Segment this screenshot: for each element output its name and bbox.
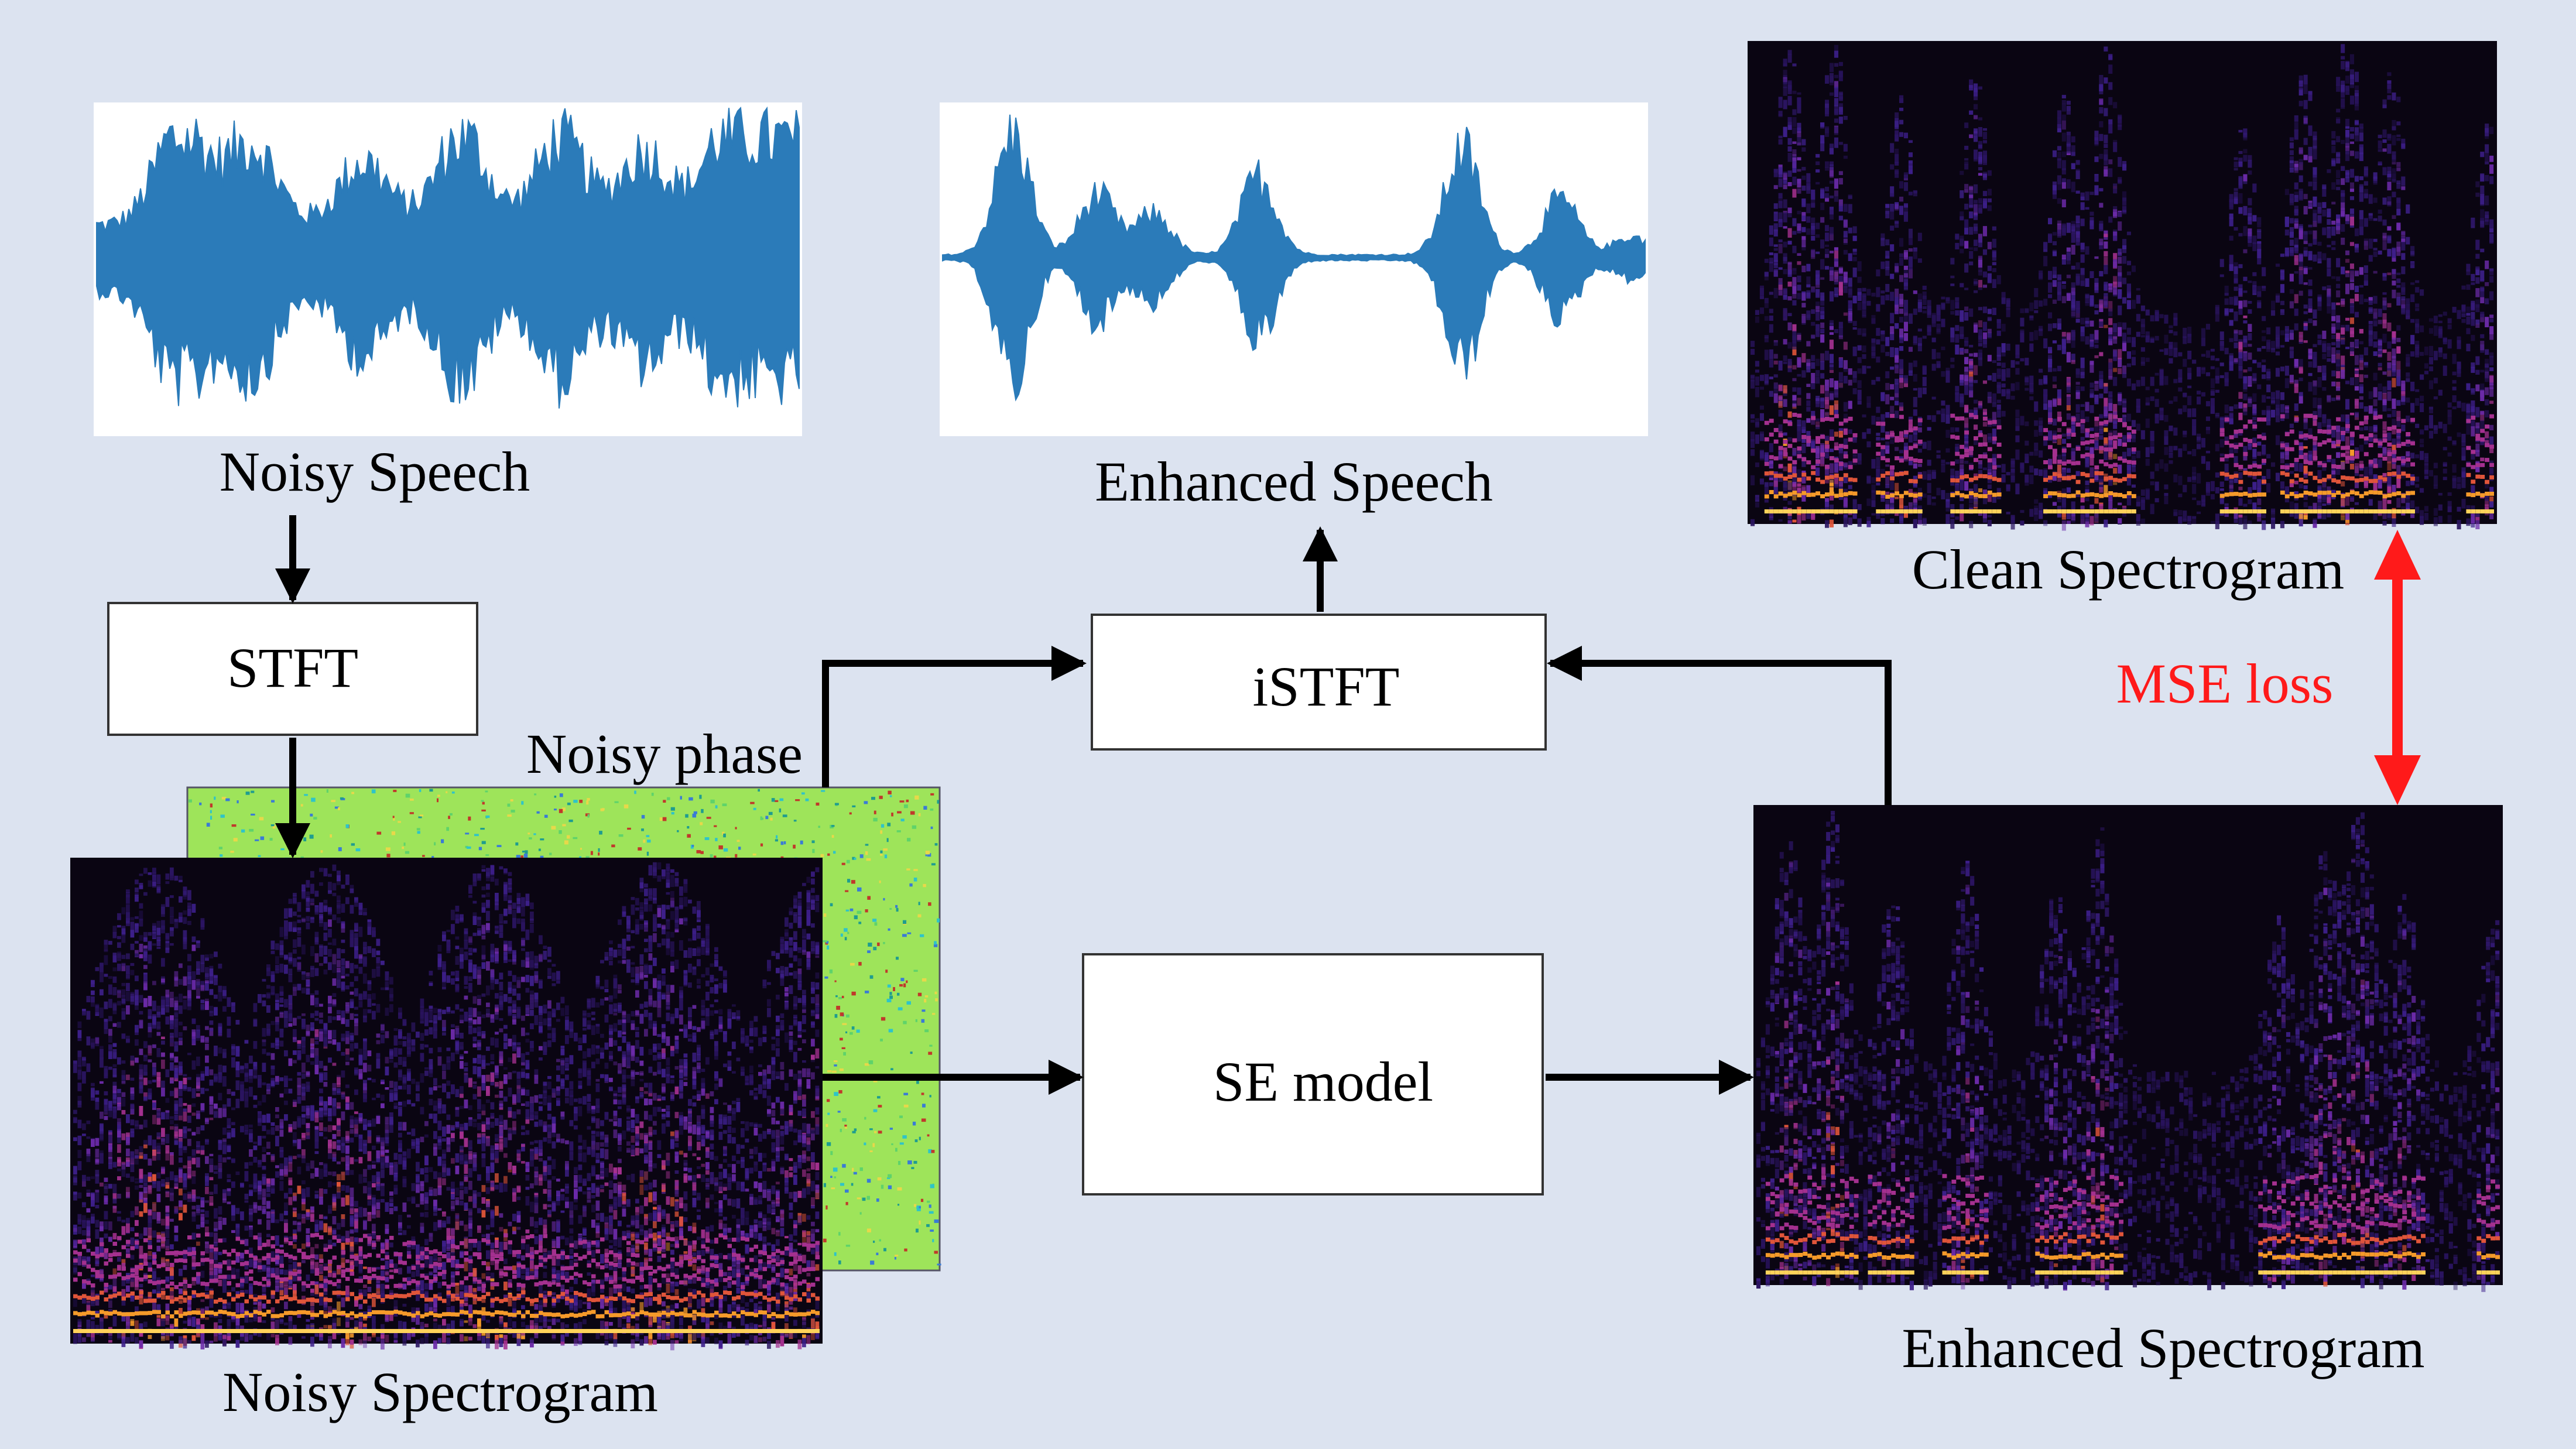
clean-spectrogram-label: Clean Spectrogram [1912,538,2344,601]
enhanced-spectrogram-panel: Enhanced Spectrogram [1753,805,2503,1379]
mse-loss-arrowhead-down [2374,755,2421,805]
enhanced-waveform-icon [942,114,1646,402]
enhanced-spectrogram-label: Enhanced Spectrogram [1902,1317,2425,1379]
se-model-block: SE model [1082,953,1544,1195]
noisy-spectrogram-marks [73,862,820,1351]
noisy-phase-texture [189,789,941,1266]
noisy-speech-label: Noisy Speech [220,440,530,503]
arrow-enhanced-spectrogram-to-istft [1547,646,1892,805]
clean-spectrogram-marks [1751,44,2494,531]
noisy-waveform-icon [96,106,800,409]
noisy-speech-panel: Noisy Speech [94,102,802,503]
stft-label: STFT [227,636,358,699]
stft-block: STFT [107,602,478,736]
se-model-label: SE model [1213,1050,1433,1113]
stft-box [107,602,478,736]
noisy-spectrogram-label: Noisy Spectrogram [222,1361,658,1423]
enhanced-speech-panel: Enhanced Speech [940,102,1648,513]
clean-spectrogram-panel: Clean Spectrogram [1748,41,2497,601]
mse-loss-arrowhead-up [2374,530,2421,580]
istft-box [1091,614,1547,751]
enhanced-speech-label: Enhanced Speech [1095,450,1493,513]
istft-label: iSTFT [1253,655,1400,718]
noisy-phase-label: Noisy phase [526,722,803,785]
noisy-spectrogram-panel: Noisy Spectrogram [70,858,823,1423]
arrow-noisy-phase-to-istft [822,646,1087,787]
arrows [275,515,1892,1095]
istft-block: iSTFT [1091,614,1547,751]
mse-loss-connector: MSE loss [2116,530,2421,805]
mse-loss-label: MSE loss [2116,652,2334,715]
enhanced-spectrogram-marks [1756,811,2500,1292]
